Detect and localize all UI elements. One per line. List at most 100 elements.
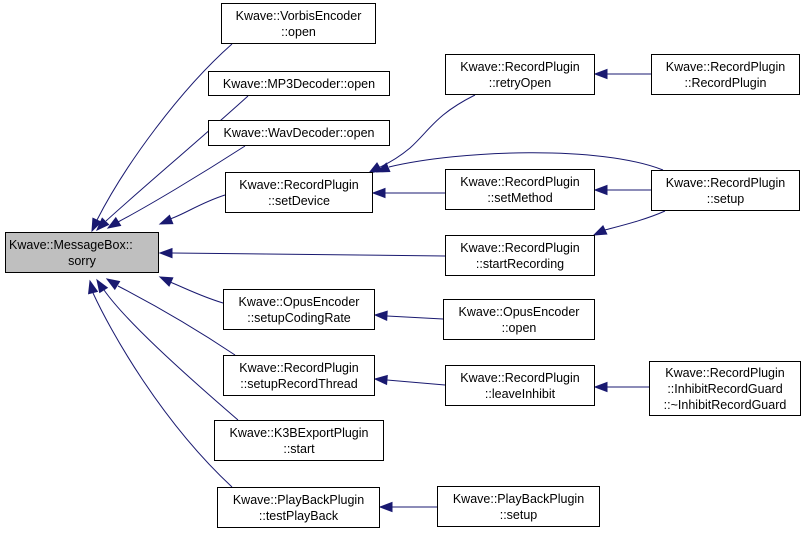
node-label: Kwave::K3BExportPlugin [229, 425, 369, 440]
arrowhead [158, 247, 173, 259]
node-recordplugin-recordplugin[interactable]: Kwave::RecordPlugin ::RecordPlugin [651, 54, 800, 95]
arrowhead [592, 225, 608, 236]
arrowhead [96, 217, 110, 232]
edge-wav-open-to-root [106, 145, 246, 229]
node-opusencoder-open[interactable]: Kwave::OpusEncoder ::open [443, 299, 595, 340]
edge-mp3-open-to-root [96, 95, 249, 232]
node-label: Kwave::RecordPlugin [460, 59, 580, 74]
node-recordplugin-setuprecordthread[interactable]: Kwave::RecordPlugin ::setupRecordThread [223, 355, 375, 396]
arrowhead [88, 279, 99, 295]
arrowhead [158, 214, 174, 225]
arrowhead [593, 381, 608, 393]
edge-line [377, 94, 476, 169]
node-recordplugin-setup[interactable]: Kwave::RecordPlugin ::setup [651, 170, 800, 211]
edge-line [388, 152, 664, 171]
edge-line [171, 252, 446, 257]
node-recordplugin-retryopen[interactable]: Kwave::RecordPlugin ::retryOpen [445, 54, 595, 95]
node-label: Kwave::OpusEncoder [458, 304, 580, 319]
arrowhead [96, 278, 109, 294]
node-label: ::setup [499, 507, 538, 522]
node-label: Kwave::WavDecoder::open [223, 126, 375, 140]
node-label: ::retryOpen [488, 75, 552, 90]
node-opusencoder-setupcodingrate[interactable]: Kwave::OpusEncoder ::setupCodingRate [223, 289, 375, 330]
edge-line [386, 379, 446, 386]
node-label: ::leaveInhibit [484, 386, 556, 401]
node-label: sorry [68, 253, 96, 268]
arrowhead [373, 374, 388, 386]
node-label: Kwave::RecordPlugin [665, 59, 786, 74]
edge-line [169, 281, 224, 304]
node-label: Kwave::RecordPlugin [460, 240, 580, 255]
node-k3bexportplugin-start[interactable]: Kwave::K3BExportPlugin ::start [214, 420, 384, 461]
edge-set-device-to-root [158, 194, 226, 225]
edge-line [92, 292, 233, 488]
node-label: Kwave::OpusEncoder [238, 294, 360, 309]
node-label: ::setDevice [268, 193, 330, 208]
edge-set-method-to-set-device [371, 187, 445, 199]
edge-line [117, 285, 236, 356]
arrowhead [371, 187, 386, 199]
node-label: Kwave::RecordPlugin [460, 370, 580, 385]
edge-line [117, 145, 246, 223]
node-label: ::open [501, 320, 537, 335]
edge-leave-inhibit-to-record-thread [373, 374, 446, 386]
node-label: ::setup [706, 191, 745, 206]
node-label: ::RecordPlugin [684, 75, 767, 90]
edge-line [96, 43, 233, 221]
node-inhibitrecordguard-destructor[interactable]: Kwave::RecordPlugin ::InhibitRecordGuard… [649, 361, 801, 416]
node-label: ::InhibitRecordGuard [667, 381, 783, 396]
node-messagebox-sorry: Kwave::MessageBox:: sorry [5, 232, 159, 273]
arrowhead [378, 501, 393, 513]
node-wavdecoder-open[interactable]: Kwave::WavDecoder::open [208, 120, 390, 146]
edge-inhibit-dtor-to-leave-inhibit [593, 381, 649, 393]
edge-record-ctor-to-retry-open [593, 68, 651, 80]
node-label: ::testPlayBack [258, 508, 339, 523]
edge-start-recording-to-root [158, 247, 446, 259]
edge-line [169, 194, 226, 220]
node-label: Kwave::MP3Decoder::open [222, 76, 376, 91]
arrowhead [593, 184, 608, 196]
node-label: Kwave::VorbisEncoder [235, 8, 362, 23]
edge-test-playback-to-root [88, 279, 233, 488]
node-label: Kwave::RecordPlugin [665, 175, 786, 190]
node-vorbisencoder-open[interactable]: Kwave::VorbisEncoder ::open [221, 3, 376, 44]
node-recordplugin-startrecording[interactable]: Kwave::RecordPlugin ::startRecording [445, 235, 595, 276]
node-label: ::setMethod [487, 190, 553, 205]
node-mp3decoder-open[interactable]: Kwave::MP3Decoder::open [208, 71, 390, 96]
node-label: Kwave::PlayBackPlugin [232, 492, 365, 507]
node-label: Kwave::RecordPlugin [239, 360, 359, 375]
edge-line [103, 289, 239, 421]
node-recordplugin-leaveinhibit[interactable]: Kwave::RecordPlugin ::leaveInhibit [445, 365, 595, 406]
node-playbackplugin-testplayback[interactable]: Kwave::PlayBackPlugin ::testPlayBack [217, 487, 380, 528]
node-playbackplugin-setup[interactable]: Kwave::PlayBackPlugin ::setup [437, 486, 600, 527]
node-label: Kwave::MessageBox:: [9, 237, 133, 252]
node-label: Kwave::PlayBackPlugin [452, 491, 585, 506]
node-label: ::startRecording [475, 256, 565, 271]
node-label: ::start [283, 441, 315, 456]
arrowhead [105, 278, 121, 291]
arrowhead [91, 217, 102, 233]
edge-line [386, 315, 444, 320]
edge-record-setup-to-set-method [593, 184, 651, 196]
edge-record-setup-to-start-recording [592, 210, 666, 236]
edge-k3b-start-to-root [96, 278, 239, 421]
arrowhead [593, 68, 608, 80]
node-label: ::open [281, 24, 316, 39]
node-label: ::~InhibitRecordGuard [663, 397, 787, 412]
arrowhead [106, 216, 122, 229]
edge-line [105, 95, 249, 222]
arrowhead [375, 162, 391, 173]
node-label: Kwave::RecordPlugin [460, 174, 580, 189]
edge-opus-rate-to-root [158, 276, 224, 304]
node-recordplugin-setdevice[interactable]: Kwave::RecordPlugin ::setDevice [225, 172, 373, 213]
node-recordplugin-setmethod[interactable]: Kwave::RecordPlugin ::setMethod [445, 169, 595, 210]
arrowhead [158, 276, 174, 287]
edge-record-setup-to-set-device [375, 152, 664, 173]
node-label: ::setupRecordThread [240, 376, 358, 391]
arrowhead [373, 310, 388, 321]
edge-record-thread-to-root [105, 278, 236, 356]
node-label: Kwave::RecordPlugin [665, 365, 785, 380]
edge-vorbis-open-to-root [91, 43, 233, 233]
